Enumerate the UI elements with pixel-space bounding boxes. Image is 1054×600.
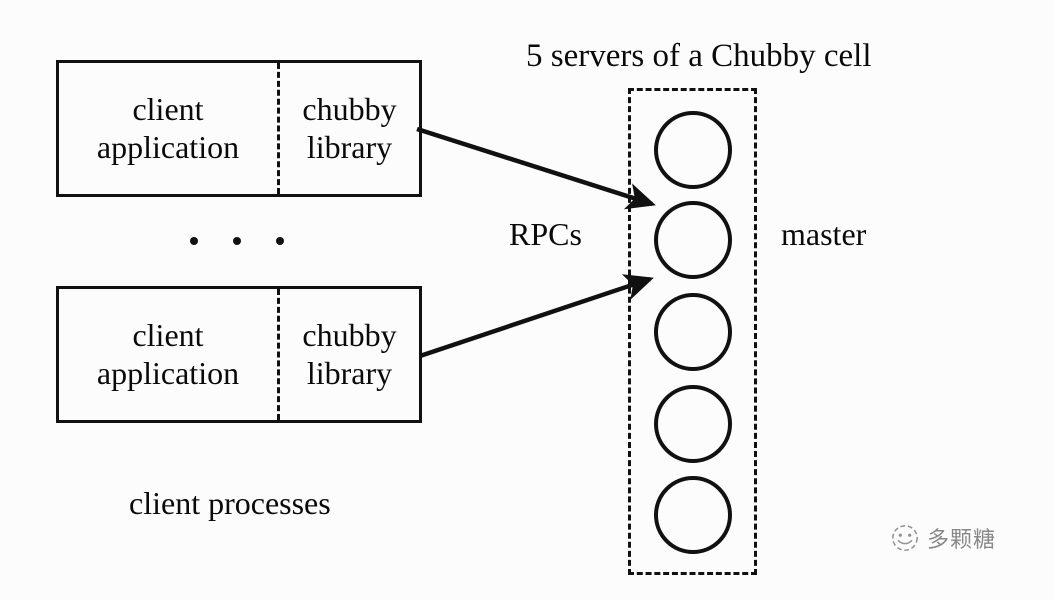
server-circle-1 (654, 111, 732, 189)
server-circle-3 (654, 293, 732, 371)
chubby-library-line-2: library (306, 354, 393, 391)
chubby-library-line-1: chubby (302, 316, 397, 353)
smiley-face-icon (892, 525, 918, 551)
client-processes-label: client processes (129, 485, 331, 521)
master-label: master (781, 216, 867, 252)
client-box-divider-1 (277, 63, 280, 194)
server-circle-4 (654, 385, 732, 463)
ellipsis-dot (276, 237, 284, 245)
watermark-text: 多颗糖 (927, 528, 997, 553)
rpc-arrow-top (416, 126, 656, 210)
client-process-box-1: client application chubby library (56, 60, 422, 197)
chubby-library-cell-2: chubby library (280, 289, 419, 420)
client-box-divider-2 (277, 289, 280, 420)
watermark: 多颗糖 (890, 522, 996, 554)
client-application-line-2: application (96, 354, 240, 391)
chubby-library-line-1: chubby (302, 90, 397, 127)
server-circle-2-master (654, 201, 732, 279)
client-application-line-1: client (132, 90, 204, 127)
client-application-cell-2: client application (59, 289, 277, 420)
ellipsis-dot (233, 237, 241, 245)
client-application-cell-1: client application (59, 63, 277, 194)
rpcs-label: RPCs (509, 216, 582, 252)
ellipsis-indicator (190, 226, 284, 256)
server-circle-5 (654, 476, 732, 554)
client-application-line-1: client (132, 316, 204, 353)
chubby-cell-title-label: 5 servers of a Chubby cell (526, 38, 872, 74)
ellipsis-dot (190, 237, 198, 245)
rpc-arrow-bottom (419, 274, 654, 359)
client-application-line-2: application (96, 128, 240, 165)
client-process-box-2: client application chubby library (56, 286, 422, 423)
chubby-library-line-2: library (306, 128, 393, 165)
chubby-library-cell-1: chubby library (280, 63, 419, 194)
